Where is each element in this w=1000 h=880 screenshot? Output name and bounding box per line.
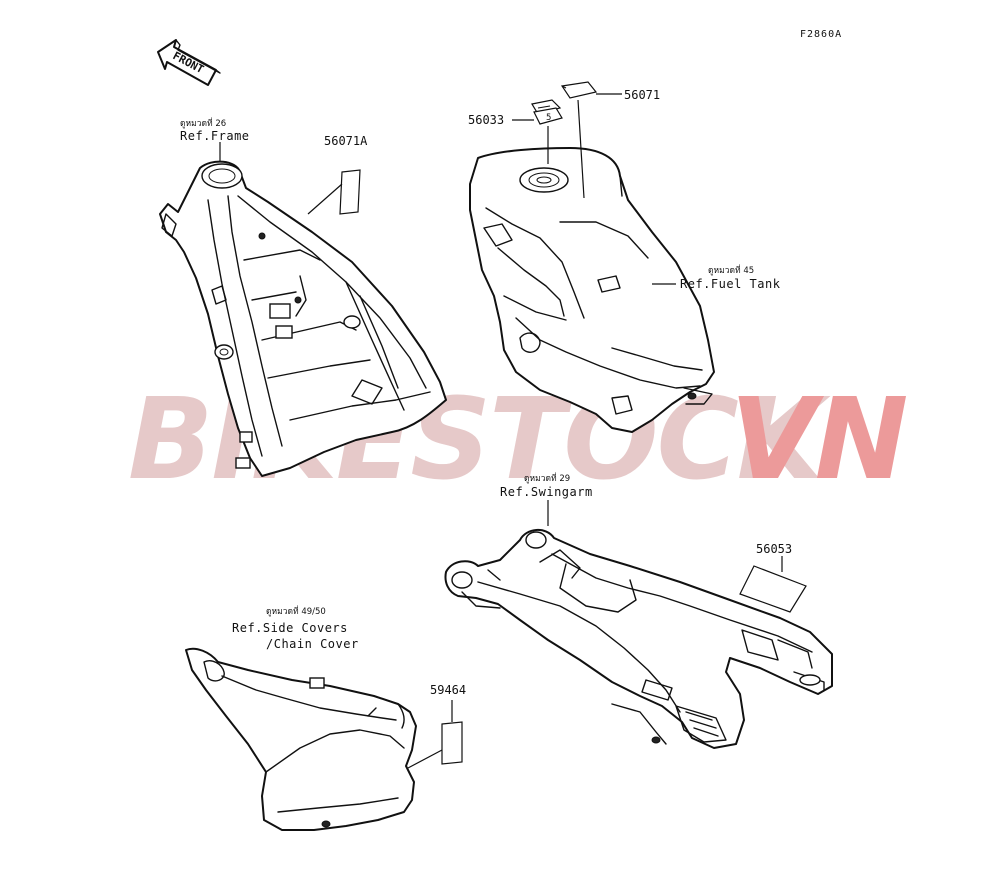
svg-text:5: 5 xyxy=(546,113,551,123)
side-covers-ref-text: Ref.Side Covers xyxy=(232,621,348,635)
frame-ref-page: ดูหมวดที่ 26 xyxy=(180,117,226,129)
label-56071A-plate xyxy=(307,169,361,215)
swingarm-ref-page: ดูหมวดที่ 29 xyxy=(524,472,570,484)
callout-59464: 59464 xyxy=(430,683,466,697)
frame-ref-text: Ref.Frame xyxy=(180,129,250,143)
callout-56071: 56071 xyxy=(624,88,660,102)
fuel-tank-illustration xyxy=(469,147,715,433)
side-covers-ref-page: ดูหมวดที่ 49/50 xyxy=(266,605,326,617)
chain-cover-ref-text: /Chain Cover xyxy=(266,637,359,651)
watermark-accent: VN xyxy=(730,375,907,505)
label-59464-plate xyxy=(407,700,463,769)
callout-56071A: 56071A xyxy=(324,134,368,148)
callout-56033: 56033 xyxy=(468,113,504,127)
front-arrow-icon: FRONT xyxy=(157,39,221,86)
fuel-tank-ref-text: Ref.Fuel Tank xyxy=(680,277,781,291)
swingarm-ref-text: Ref.Swingarm xyxy=(500,485,593,499)
frame-illustration xyxy=(159,160,447,477)
label-56071-plate xyxy=(560,81,622,199)
callout-56053: 56053 xyxy=(756,542,792,556)
swingarm-illustration xyxy=(444,529,833,749)
side-cover-illustration xyxy=(185,647,417,831)
fuel-tank-ref-page: ดูหมวดที่ 45 xyxy=(708,264,754,276)
label-56053-plate xyxy=(739,556,807,613)
diagram-code: F2860A xyxy=(800,29,842,40)
label-56033-plate: 5 xyxy=(512,99,563,164)
